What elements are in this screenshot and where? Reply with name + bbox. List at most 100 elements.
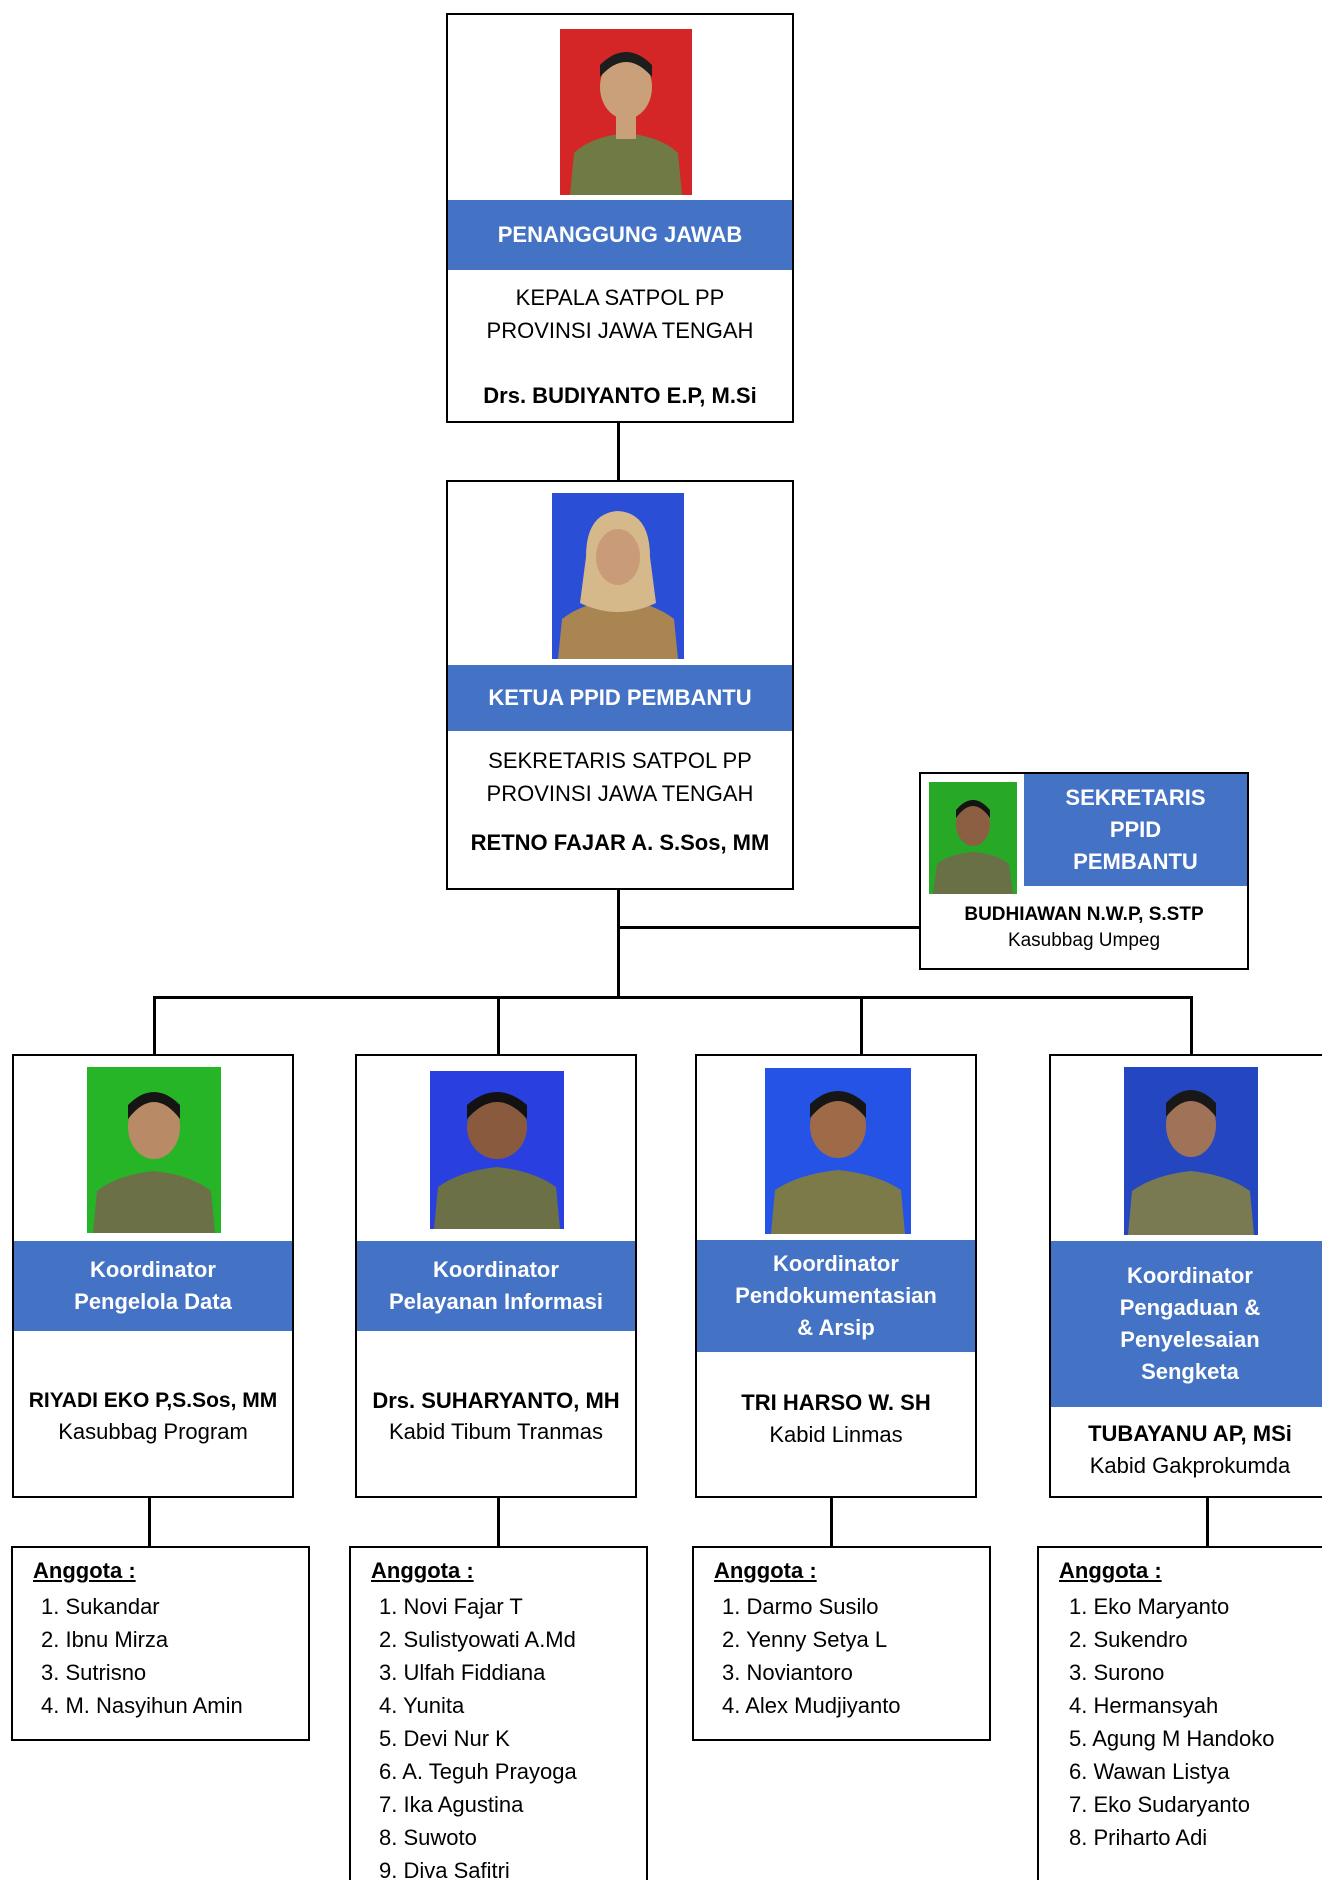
secretary-name: BUDHIAWAN N.W.P, S.STP [964, 904, 1204, 925]
list-item: 2. Yenny Setya L [722, 1627, 888, 1652]
members-box-4: Anggota : 1. Eko Maryanto 2. Sukendro 3.… [1037, 1546, 1322, 1880]
coordinator-4-role: Kabid Gakprokumda [1089, 1453, 1291, 1478]
members-box-3: Anggota : 1. Darmo Susilo 2. Yenny Setya… [692, 1546, 991, 1741]
list-item: 8. Suwoto [379, 1825, 477, 1850]
members-heading: Anggota : [33, 1558, 136, 1583]
members-box-1: Anggota : 1. Sukandar 2. Ibnu Mirza 3. S… [11, 1546, 310, 1741]
chair-position-line1: SEKRETARIS SATPOL PP [488, 748, 752, 773]
coordinator-3-title-line1: Koordinator [773, 1251, 899, 1276]
secretary-title-line3: PEMBANTU [1073, 849, 1198, 874]
members-box-2: Anggota : 1. Novi Fajar T 2. Sulistyowat… [349, 1546, 648, 1883]
responsible-officer-title: PENANGGUNG JAWAB [448, 200, 792, 270]
list-item: 5. Agung M Handoko [1069, 1726, 1275, 1751]
list-item: 6. A. Teguh Prayoga [379, 1759, 577, 1784]
members-list-3: 1. Darmo Susilo 2. Yenny Setya L 3. Novi… [722, 1590, 901, 1722]
secretary-title-line1: SEKRETARIS [1065, 785, 1206, 810]
coordinator-4-name: TUBAYANU AP, MSi [1088, 1421, 1292, 1446]
coordinator-1-name: RIYADI EKO P,S.Sos, MM [28, 1389, 278, 1412]
coordinator-2-title-line2: Pelayanan Informasi [389, 1289, 603, 1314]
chair-name: RETNO FAJAR A. S.Sos, MM [470, 830, 770, 855]
secretary-title: SEKRETARIS PPID PEMBANTU [1024, 774, 1247, 886]
connector-secretary [617, 926, 920, 929]
coordinator-2-title-line1: Koordinator [433, 1257, 559, 1282]
responsible-officer-position-line1: KEPALA SATPOL PP [515, 285, 725, 310]
list-item: 9. Diva Safitri [379, 1858, 510, 1883]
connector-coord-4 [1190, 996, 1193, 1056]
secretary-title-line2: PPID [1109, 817, 1162, 842]
coordinator-2-photo [430, 1071, 564, 1229]
coordinator-3-name: TRI HARSO W. SH [741, 1390, 931, 1415]
connector-top-chair [617, 422, 620, 482]
coordinator-2-title: Koordinator Pelayanan Informasi [357, 1241, 635, 1331]
list-item: 4. Yunita [379, 1693, 465, 1718]
coordinator-4-title-line4: Sengketa [1141, 1359, 1239, 1384]
coordinator-3-title: Koordinator Pendokumentasian & Arsip [697, 1240, 975, 1352]
coordinator-4-title: Koordinator Pengaduan & Penyelesaian Sen… [1051, 1241, 1322, 1407]
secretary-photo [929, 782, 1017, 894]
list-item: 3. Ulfah Fiddiana [379, 1660, 546, 1685]
responsible-officer-name: Drs. BUDIYANTO E.P, M.Si [483, 383, 757, 408]
list-item: 3. Surono [1069, 1660, 1165, 1685]
coordinator-1-title-line1: Koordinator [90, 1257, 216, 1282]
coordinator-4-photo [1124, 1067, 1258, 1235]
chair-card: KETUA PPID PEMBANTU SEKRETARIS SATPOL PP… [446, 480, 794, 890]
connector-members-1 [148, 1496, 151, 1548]
coordinator-4-title-line3: Penyelesaian [1120, 1327, 1260, 1352]
coordinator-3-photo [765, 1068, 911, 1234]
list-item: 1. Sukandar [41, 1594, 160, 1619]
connector-coord-1 [153, 996, 156, 1056]
connector-chair-down [617, 888, 620, 998]
list-item: 2. Ibnu Mirza [41, 1627, 169, 1652]
list-item: 3. Noviantoro [722, 1660, 853, 1685]
coordinator-4-title-line2: Pengaduan & [1119, 1295, 1261, 1320]
list-item: 4. Hermansyah [1069, 1693, 1219, 1718]
responsible-officer-position-line2: PROVINSI JAWA TENGAH [486, 318, 754, 343]
list-item: 8. Priharto Adi [1069, 1825, 1208, 1850]
responsible-officer-card: PENANGGUNG JAWAB KEPALA SATPOL PP PROVIN… [446, 13, 794, 423]
connector-coord-3 [860, 996, 863, 1056]
responsible-officer-photo [560, 29, 692, 195]
coordinator-2-role: Kabid Tibum Tranmas [389, 1419, 603, 1444]
secretary-card: SEKRETARIS PPID PEMBANTU BUDHIAWAN N.W.P… [919, 772, 1249, 970]
members-list-1: 1. Sukandar 2. Ibnu Mirza 3. Sutrisno 4.… [41, 1590, 243, 1722]
coordinator-1-title-line2: Pengelola Data [74, 1289, 232, 1314]
members-heading: Anggota : [371, 1558, 474, 1583]
coordinator-2-name: Drs. SUHARYANTO, MH [372, 1388, 620, 1413]
chair-photo [552, 493, 684, 659]
list-item: 1. Eko Maryanto [1069, 1594, 1230, 1619]
coordinator-card-information-service: Koordinator Pelayanan Informasi Drs. SUH… [355, 1054, 637, 1498]
coordinator-1-photo [87, 1067, 221, 1233]
coordinator-card-documentation-archive: Koordinator Pendokumentasian & Arsip TRI… [695, 1054, 977, 1498]
list-item: 7. Eko Sudaryanto [1069, 1792, 1251, 1817]
coordinator-3-title-line3: & Arsip [797, 1315, 875, 1340]
coordinator-card-complaints-dispute: Koordinator Pengaduan & Penyelesaian Sen… [1049, 1054, 1322, 1498]
connector-members-4 [1206, 1496, 1209, 1548]
chair-title: KETUA PPID PEMBANTU [448, 665, 792, 731]
coordinator-4-title-line1: Koordinator [1127, 1263, 1253, 1288]
list-item: 4. M. Nasyihun Amin [41, 1693, 243, 1718]
connector-members-3 [830, 1496, 833, 1548]
members-heading: Anggota : [1059, 1558, 1162, 1583]
coordinator-card-data-management: Koordinator Pengelola Data RIYADI EKO P,… [12, 1054, 294, 1498]
coordinator-3-title-line2: Pendokumentasian [735, 1283, 937, 1308]
list-item: 3. Sutrisno [41, 1660, 147, 1685]
coordinator-1-role: Kasubbag Program [58, 1419, 248, 1444]
list-item: 7. Ika Agustina [379, 1792, 524, 1817]
list-item: 1. Novi Fajar T [379, 1594, 523, 1619]
connector-members-2 [497, 1496, 500, 1548]
list-item: 6. Wawan Listya [1069, 1759, 1230, 1784]
connector-coord-2 [497, 996, 500, 1056]
members-heading: Anggota : [714, 1558, 817, 1583]
list-item: 4. Alex Mudjiyanto [722, 1693, 901, 1718]
list-item: 5. Devi Nur K [379, 1726, 510, 1751]
connector-horizontal-bus [153, 996, 1193, 999]
members-list-2: 1. Novi Fajar T 2. Sulistyowati A.Md 3. … [379, 1590, 577, 1887]
list-item: 2. Sukendro [1069, 1627, 1188, 1652]
coordinator-3-role: Kabid Linmas [769, 1422, 903, 1447]
list-item: 1. Darmo Susilo [722, 1594, 879, 1619]
members-list-4: 1. Eko Maryanto 2. Sukendro 3. Surono 4.… [1069, 1590, 1274, 1854]
coordinator-1-title: Koordinator Pengelola Data [14, 1241, 292, 1331]
list-item: 2. Sulistyowati A.Md [379, 1627, 576, 1652]
chair-position-line2: PROVINSI JAWA TENGAH [486, 781, 754, 806]
secretary-role: Kasubbag Umpeg [1007, 930, 1161, 951]
